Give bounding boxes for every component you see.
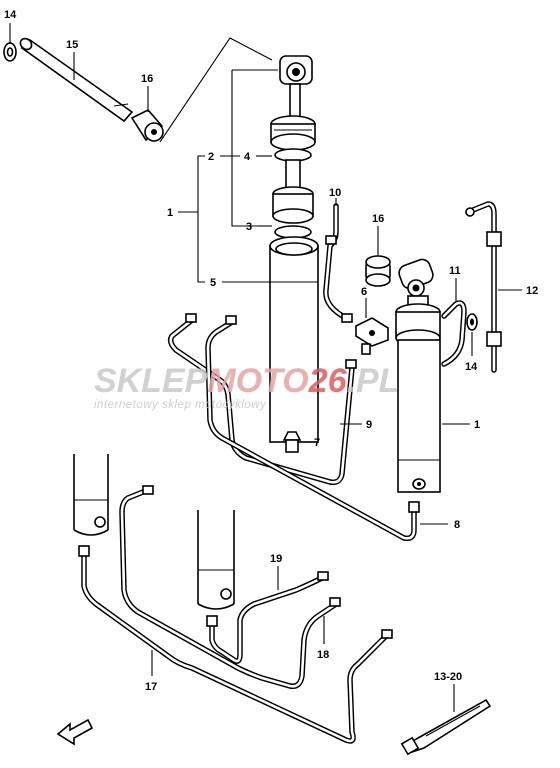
tube-part-9 (167, 313, 357, 486)
callout-7: 7 (314, 437, 320, 449)
callout-16-top: 16 (141, 73, 153, 85)
callout-3: 3 (246, 221, 252, 233)
watermark-logo: SKLEPMOTO26.PL (94, 362, 399, 400)
leader-3 (231, 70, 272, 227)
fitting-part-6 (355, 317, 389, 355)
lower-cylinder-middle (197, 510, 235, 610)
callout-2: 2 (208, 151, 214, 163)
callout-5: 5 (210, 277, 216, 289)
front-direction-arrow-icon (56, 718, 94, 746)
hose-part-11 (441, 300, 467, 367)
shock-absorber-o-ring-lower (274, 225, 312, 239)
hose-part-10 (323, 203, 353, 323)
callout-9: 9 (366, 419, 372, 431)
bushing-part-16-lower (365, 255, 391, 287)
callout-10: 10 (329, 187, 341, 199)
tube-part-17 (78, 545, 393, 744)
callout-14-right: 14 (465, 361, 478, 373)
watermark-tagline: internetowy sklep motocyklowy (94, 399, 267, 411)
callout-19: 19 (270, 553, 282, 565)
callout-14-top: 14 (4, 9, 17, 21)
cable-tie-part-13-20 (400, 698, 492, 756)
callout-11: 11 (449, 265, 461, 277)
shock-absorber-upper-seal (270, 115, 316, 151)
tube-part-19 (206, 571, 329, 664)
tube-part-8 (205, 315, 420, 542)
callout-18: 18 (317, 649, 329, 661)
watermark-part-moto: MOTO (207, 362, 308, 400)
shock-absorber-cylinder-right (395, 258, 441, 493)
leader-pivot-link (159, 37, 273, 143)
callout-16-lower: 16 (372, 213, 384, 225)
watermark-part-26: 26 (308, 362, 348, 400)
hose-part-12 (465, 201, 502, 373)
callout-17: 17 (145, 681, 157, 693)
callout-13-20: 13-20 (434, 671, 462, 683)
watermark-part-sklep: SKLEP (94, 362, 208, 400)
callout-8: 8 (454, 519, 460, 531)
washer-part-14 (3, 42, 17, 62)
watermark-part-pl: .PL (347, 362, 400, 400)
washer-part-14-right (466, 313, 478, 331)
callout-1-left: 1 (167, 207, 173, 219)
tube-part-18 (119, 485, 341, 690)
bushing-part-16-upper (130, 109, 164, 142)
nozzle-part-7 (282, 431, 302, 453)
callout-12: 12 (526, 285, 538, 297)
lower-cylinder-left (73, 454, 109, 536)
shock-absorber-o-ring-upper (274, 148, 312, 162)
shock-absorber-piston (272, 186, 314, 224)
callout-15: 15 (66, 39, 78, 51)
bracket-1-left (197, 155, 205, 283)
watermark: SKLEPMOTO26.PL internetowy sklep motocyk… (94, 362, 399, 411)
callout-4: 4 (244, 151, 251, 163)
shock-absorber-rod-end (279, 55, 313, 125)
shock-absorber-cylinder-left (269, 236, 319, 443)
callout-6: 6 (361, 286, 367, 298)
callout-1-right: 1 (474, 419, 480, 431)
pivot-pin-part-15 (19, 37, 134, 123)
